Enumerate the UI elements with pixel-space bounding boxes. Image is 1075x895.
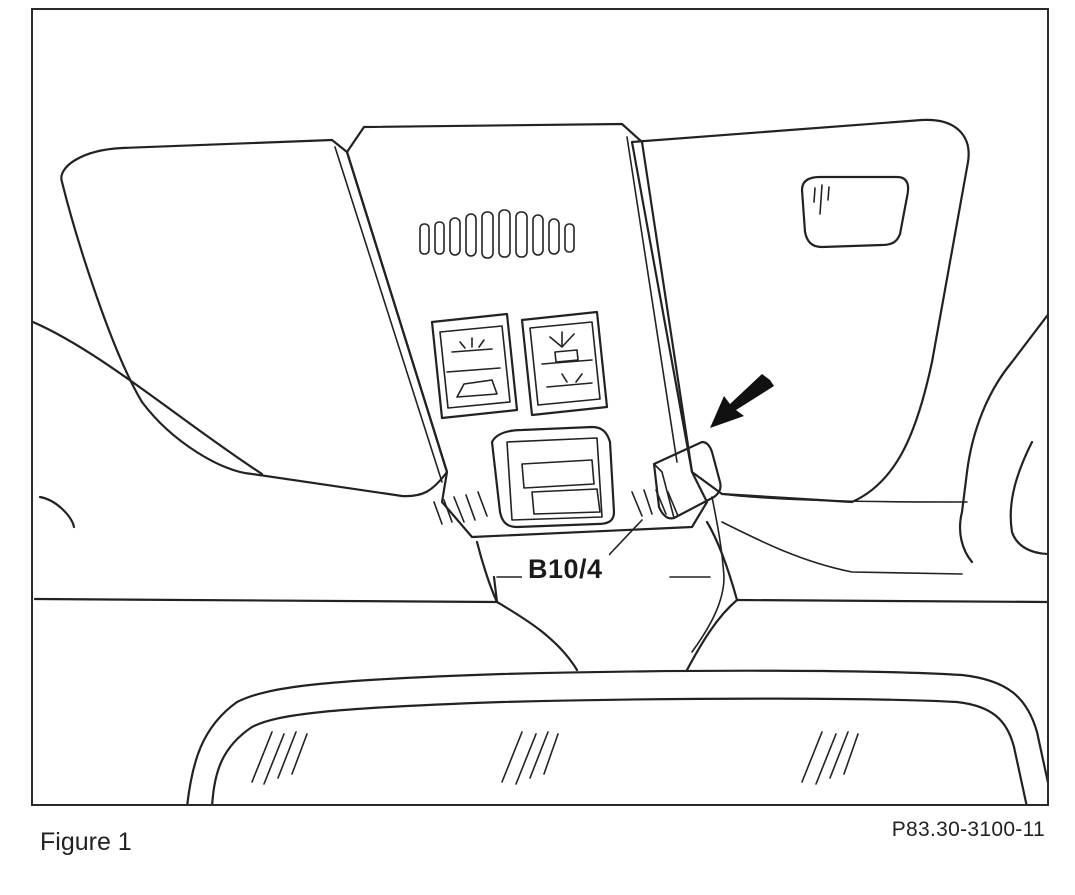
callout-label-b10-4: B10/4 bbox=[522, 554, 609, 585]
center-mount-block bbox=[490, 425, 616, 529]
left-light-switch bbox=[430, 312, 519, 420]
right-light-switch bbox=[520, 310, 609, 417]
mirror-stem-left bbox=[475, 540, 579, 672]
trim-left-upper bbox=[33, 320, 264, 476]
mirror-wire bbox=[691, 496, 725, 653]
headliner-crease bbox=[721, 521, 963, 575]
windshield-header-right bbox=[735, 598, 1047, 604]
callout-leader bbox=[606, 519, 643, 558]
overhead-console-drawing bbox=[33, 118, 1047, 804]
trim-left-curve bbox=[38, 495, 76, 529]
rear-view-mirror-icon bbox=[186, 669, 1047, 804]
trim-right-inner bbox=[1009, 440, 1047, 555]
figure-frame: B10/4 bbox=[31, 8, 1049, 806]
windshield-header bbox=[33, 575, 499, 604]
trim-right bbox=[958, 314, 1047, 564]
pointer-arrow-icon bbox=[710, 374, 774, 428]
sensor-tab bbox=[652, 440, 722, 520]
figure-reference-code: P83.30-3100-11 bbox=[891, 818, 1045, 841]
ridge-right bbox=[631, 489, 679, 517]
console-edge-right bbox=[626, 136, 678, 463]
mirror-stem-right bbox=[685, 520, 739, 672]
vanity-mirror bbox=[800, 175, 910, 249]
ridge-left bbox=[433, 491, 488, 525]
vent-slots bbox=[419, 209, 575, 259]
console-housing bbox=[345, 122, 709, 539]
console-edge-left bbox=[334, 146, 443, 483]
figure-caption: Figure 1 bbox=[40, 828, 132, 856]
headliner-lower-right bbox=[721, 493, 968, 503]
headliner-left-panel bbox=[60, 138, 449, 498]
headliner-right-panel bbox=[630, 118, 970, 504]
